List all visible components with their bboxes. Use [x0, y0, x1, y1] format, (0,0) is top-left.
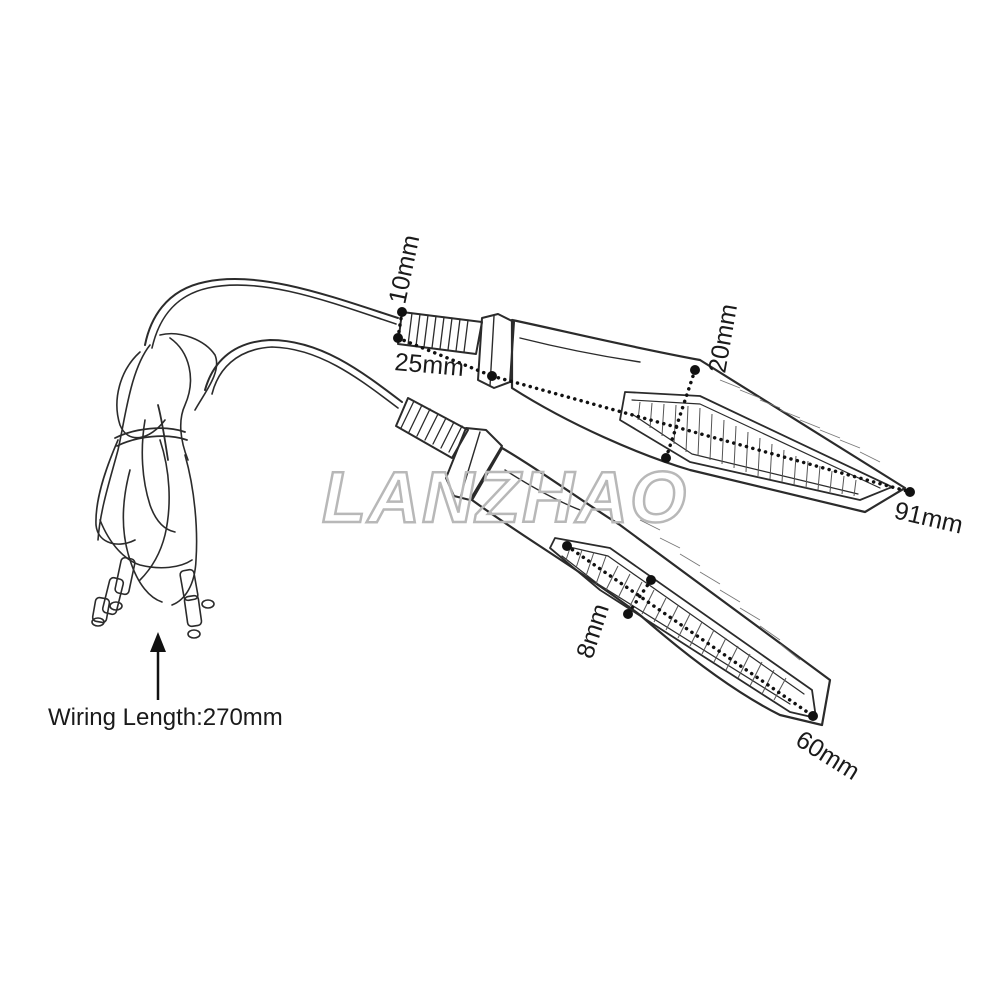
thread-bolt-upper [397, 311, 483, 355]
dimension-lines [393, 307, 915, 721]
connector-pins [91, 556, 215, 639]
indicator-lower [395, 397, 832, 727]
thread-bolt-lower [395, 397, 469, 459]
wire-harness [91, 278, 403, 639]
housing-upper [510, 318, 907, 514]
watermark-logo: LANZHAO [322, 458, 688, 538]
dim-label-thread-diameter: 10mm [383, 232, 425, 306]
hex-nut-lower [445, 427, 503, 501]
dim-label-lens-width: 8mm [571, 600, 615, 661]
led-lens-lower [549, 537, 817, 719]
wiring-length-label: Wiring Length:270mm [48, 704, 283, 731]
led-lens-upper [619, 391, 893, 501]
housing-lower [470, 446, 832, 727]
dim-label-total-length: 91mm [892, 497, 966, 540]
dim-label-body-height: 20mm [703, 302, 743, 375]
indicator-upper [397, 311, 907, 514]
wiring-arrow [150, 632, 166, 700]
dim-label-lens-length: 60mm [791, 725, 865, 786]
dim-label-thread-length: 25mm [393, 348, 465, 382]
